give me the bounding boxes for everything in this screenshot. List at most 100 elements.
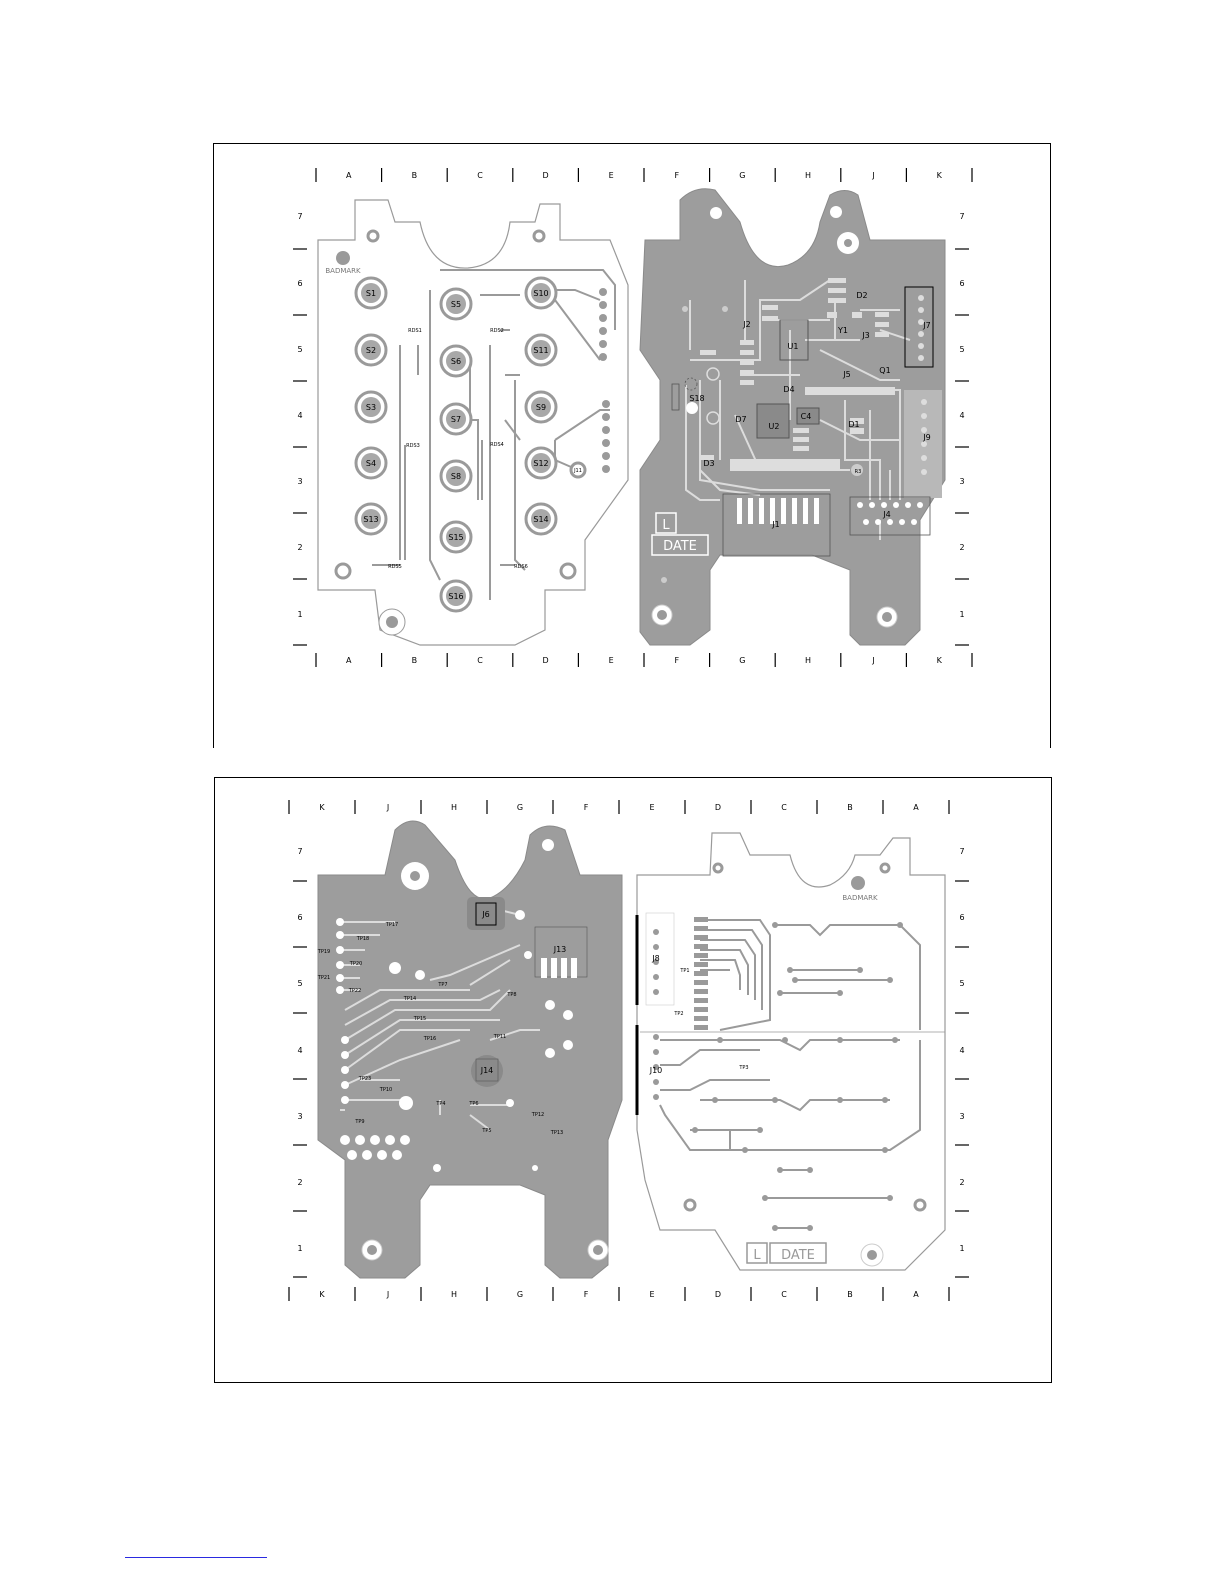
grid-column-label: B	[412, 656, 418, 665]
bottom-right-pads	[692, 917, 903, 1231]
grid-row-label: 6	[959, 913, 964, 922]
mount-hole	[532, 229, 546, 243]
component-label: J8	[651, 954, 659, 963]
component-label: TP19	[317, 949, 330, 955]
component-label: J9	[922, 433, 930, 442]
switch-label: S15	[448, 533, 463, 542]
grid-column-label: B	[412, 171, 418, 180]
date-mark-l: L	[662, 518, 670, 533]
grid-row-label: 4	[297, 1046, 302, 1055]
component-label: D3	[703, 459, 714, 468]
date-mark-l: L	[753, 1248, 761, 1263]
date-mark-bottom: L DATE	[746, 1242, 827, 1264]
switch-label: S6	[451, 357, 461, 366]
switch-pad-center	[361, 283, 381, 303]
grid-column-label: C	[477, 171, 483, 180]
grid-column-label: F	[584, 803, 589, 812]
test-point-j11-label: J11	[573, 468, 582, 474]
grid-row-label: 3	[959, 1112, 964, 1121]
grid-column-label: A	[346, 656, 352, 665]
component-label: TP22	[348, 988, 361, 994]
grid-row-label: 2	[959, 543, 964, 552]
component-label: TP12	[531, 1112, 544, 1118]
keypad-board-outline	[317, 199, 629, 646]
component-label: TP13	[550, 1130, 563, 1136]
badmark-dot	[851, 876, 865, 890]
grid-row-label: 7	[297, 212, 302, 221]
switch-label: S16	[448, 592, 463, 601]
component-label: TP10	[379, 1087, 392, 1093]
switch-label: S11	[533, 346, 548, 355]
rds-label: RDS5	[388, 564, 402, 570]
component-label: TP2	[673, 1011, 683, 1017]
switch-label: S12	[533, 459, 548, 468]
switch-label: S5	[451, 300, 461, 309]
component-label: TP21	[317, 975, 330, 981]
switch-pad-center	[446, 351, 466, 371]
component-label: D4	[783, 385, 794, 394]
switch-pad-center	[531, 397, 551, 417]
switch-pad-center	[446, 294, 466, 314]
switch-label: S9	[536, 403, 546, 412]
switch-label: S10	[533, 289, 548, 298]
bottom-right-board: BADMARK	[635, 832, 946, 1271]
grid-column-label: E	[609, 171, 614, 180]
component-label: U1	[788, 342, 799, 351]
grid-row-label: 2	[959, 1178, 964, 1187]
grid-column-label: D	[543, 656, 549, 665]
grid-column-label: K	[937, 171, 943, 180]
grid-column-label: B	[847, 1290, 853, 1299]
component-label: TP4	[435, 1101, 445, 1107]
component-label: J7	[922, 321, 930, 330]
component-label: J6	[481, 910, 489, 919]
switch-label: S4	[366, 459, 376, 468]
mount-hole	[334, 562, 352, 580]
switch-pad-center	[361, 453, 381, 473]
switch-pad-center	[531, 340, 551, 360]
switch-pad-center	[446, 586, 466, 606]
connector-j1-pins	[737, 498, 819, 524]
passive-parts	[700, 278, 895, 471]
grid-column-label: G	[739, 656, 745, 665]
component-label: J1	[771, 520, 779, 529]
bottom-right-board-outline	[636, 832, 946, 1271]
component-label: TP20	[349, 961, 362, 967]
component-label: Y1	[837, 326, 848, 335]
grid-column-label: H	[805, 171, 811, 180]
mount-hole	[686, 402, 698, 414]
rds-label: RDS6	[514, 564, 528, 570]
grid-column-label: K	[937, 656, 943, 665]
bottom-left-board-fill	[317, 820, 623, 1279]
rds-label: RDS2	[490, 328, 504, 334]
component-label: U2	[769, 422, 780, 431]
switch-pad-center	[361, 397, 381, 417]
grid-row-label: 4	[959, 1046, 964, 1055]
component-label: TP9	[354, 1119, 364, 1125]
grid-column-label: F	[674, 656, 679, 665]
switch-label: S8	[451, 472, 461, 481]
ic-u1-body	[779, 319, 809, 361]
rds-label: RDS3	[406, 443, 420, 449]
grid-column-label: H	[805, 656, 811, 665]
connector-j1-outline	[722, 493, 831, 557]
grid-column-label: G	[517, 1290, 523, 1299]
grid-column-label: G	[517, 803, 523, 812]
grid-column-label: J	[871, 171, 874, 180]
mount-hole	[542, 839, 554, 851]
component-label: R3	[855, 469, 862, 475]
grid-column-label: A	[913, 803, 919, 812]
component-label: D7	[735, 415, 746, 424]
component-label: D1	[848, 420, 859, 429]
mount-hole	[559, 562, 577, 580]
grid-column-label: J	[386, 803, 389, 812]
grid-row-label: 1	[297, 610, 302, 619]
grid-column-label: E	[609, 656, 614, 665]
component-label: TP6	[468, 1101, 478, 1107]
switch-pad-center	[361, 509, 381, 529]
component-label: TP17	[385, 922, 398, 928]
